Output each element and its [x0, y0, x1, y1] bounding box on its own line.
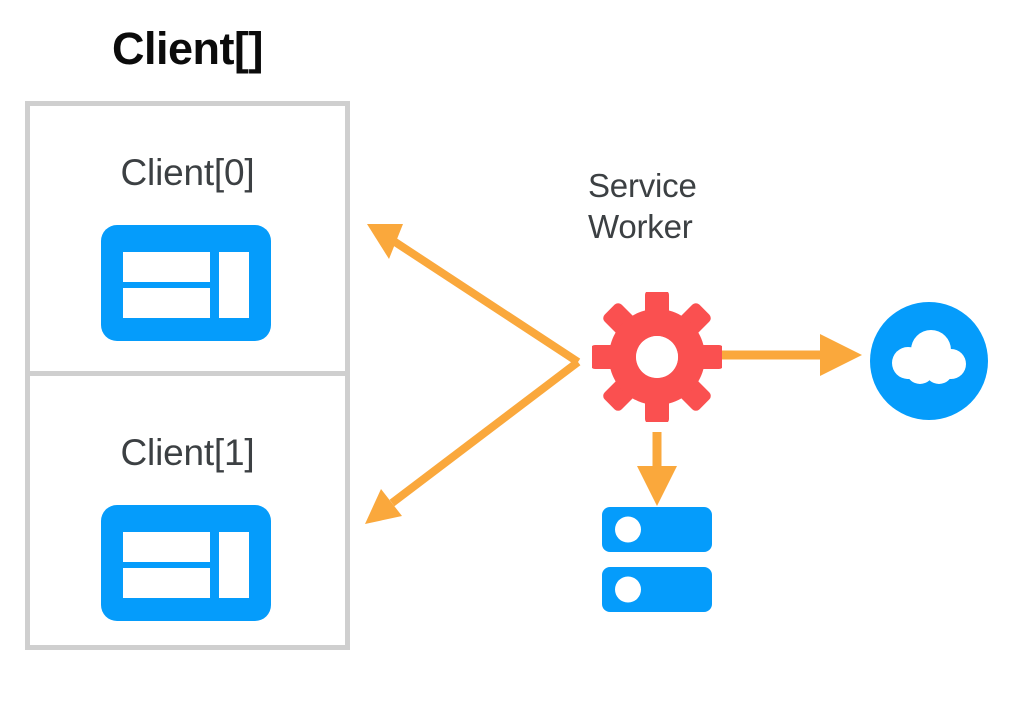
gear-icon — [590, 290, 724, 424]
browser-window-icon — [101, 225, 271, 341]
arrow-sw-to-client0 — [367, 224, 581, 366]
arrow-sw-to-client1 — [365, 358, 581, 524]
arrow-sw-to-cloud — [722, 334, 862, 376]
service-worker-label-line-1: Service — [588, 167, 697, 204]
arrow-sw-to-storage — [637, 432, 677, 506]
database-server-icon — [602, 507, 712, 612]
clients-array-divider — [25, 371, 350, 376]
service-worker-label-line-2: Worker — [588, 207, 693, 245]
cloud-icon — [870, 302, 988, 420]
service-worker-label: Service Worker — [588, 166, 697, 247]
page-title: Client[] — [112, 23, 263, 74]
client-0-label: Client[0] — [120, 152, 255, 193]
client-1-label: Client[1] — [120, 432, 255, 473]
browser-window-icon — [101, 505, 271, 621]
